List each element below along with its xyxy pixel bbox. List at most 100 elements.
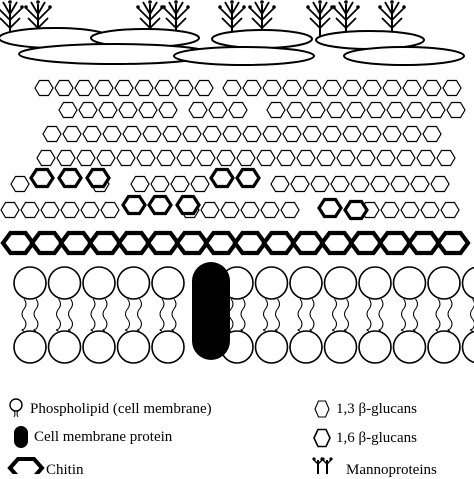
glucan-hexagon: [417, 151, 435, 166]
glucan-hexagon: [437, 151, 455, 166]
glucan-hexagon: [307, 103, 325, 118]
phospholipid-icon-tail: [14, 411, 18, 417]
glucan-hexagon: [377, 151, 395, 166]
glucan-hexagon: [283, 127, 301, 142]
glucan-hexagon: [195, 81, 213, 96]
phospholipid-head-bottom: [394, 331, 426, 363]
chitin-hexagon-icon: [10, 459, 42, 474]
chitin-hexagon: [123, 197, 145, 214]
glucan-hexagon: [381, 203, 399, 218]
phospholipid-head-top: [152, 267, 184, 299]
glucan-hexagon: [427, 103, 445, 118]
glucan-hexagon: [271, 177, 289, 192]
glucan-hexagon: [291, 177, 309, 192]
phospholipid-head-top: [463, 267, 474, 299]
mannoprotein-disc: [174, 47, 314, 65]
glucan-hexagon: [327, 103, 345, 118]
glucan-hexagon: [11, 177, 29, 192]
glucan-hexagon: [223, 127, 241, 142]
glucan-hexagon: [331, 177, 349, 192]
chitin-band-hexagon: [90, 233, 120, 253]
glucan-hexagon: [191, 177, 209, 192]
glucan-hexagon: [391, 177, 409, 192]
chitin-hexagon: [59, 170, 81, 187]
glucan-hexagon: [117, 151, 135, 166]
chitin-band-hexagon: [380, 233, 410, 253]
chitin-band-hexagon: [119, 233, 149, 253]
phospholipid-head-bottom: [428, 331, 460, 363]
legend-label-phospholipid: Phospholipid (cell membrane): [30, 400, 212, 418]
glucan-hexagon: [257, 151, 275, 166]
glucan-hexagon: [323, 81, 341, 96]
phospholipid-tail: [172, 299, 176, 331]
glucan-hexagon: [287, 103, 305, 118]
glucan-hexagon: [43, 127, 61, 142]
phospholipid-tail: [333, 299, 337, 331]
phospholipid-head-bottom: [49, 331, 81, 363]
phospholipid-head-top: [290, 267, 322, 299]
phospholipid-tail: [310, 299, 314, 331]
phospholipid-head-bottom: [359, 331, 391, 363]
glucan-hexagon: [183, 127, 201, 142]
chitin-hexagon: [211, 170, 233, 187]
glucan-hexagon: [95, 81, 113, 96]
glucan-hexagon: [363, 127, 381, 142]
glucan-hexagon: [203, 127, 221, 142]
chitin-band-hexagon: [293, 233, 323, 253]
glucan-hexagon: [383, 127, 401, 142]
phospholipid-head-bottom: [152, 331, 184, 363]
glucan-hexagon: [357, 151, 375, 166]
glucan-hexagon: [83, 127, 101, 142]
legend-label-beta13: 1,3 β-glucans: [336, 400, 417, 418]
glucan-hexagon: [135, 81, 153, 96]
glucan-hexagon: [423, 127, 441, 142]
glucan-hexagon: [77, 151, 95, 166]
phospholipid-tail: [22, 299, 26, 331]
glucan-hexagon: [171, 177, 189, 192]
glucan-hexagon: [407, 103, 425, 118]
glucan-hexagon: [131, 177, 149, 192]
glucan-hexagon: [237, 151, 255, 166]
phospholipid-head-top: [14, 267, 46, 299]
phospholipid-head-top: [394, 267, 426, 299]
phospholipid-tail: [379, 299, 383, 331]
phospholipid-tail: [414, 299, 418, 331]
phospholipid-tail: [91, 299, 95, 331]
glucan-hexagon: [401, 203, 419, 218]
glucan-hexagon: [75, 81, 93, 96]
chitin-hexagon: [345, 202, 367, 219]
legend-label-beta16: 1,6 β-glucans: [336, 429, 417, 447]
glucan-hexagon: [229, 103, 247, 118]
phospholipid-head-top: [428, 267, 460, 299]
phospholipid-tail: [241, 299, 245, 331]
mannoprotein-layer: [0, 0, 464, 65]
phospholipid-tail: [367, 299, 371, 331]
glucan-hexagon: [263, 81, 281, 96]
phospholipid-tail: [34, 299, 38, 331]
glucan-hexagon: [115, 81, 133, 96]
chitin-hexagon: [177, 197, 199, 214]
glucan-hexagon: [267, 103, 285, 118]
glucan-hexagon: [421, 203, 439, 218]
phospholipid-head-top: [49, 267, 81, 299]
phospholipid-tail: [138, 299, 142, 331]
phospholipid-tail: [160, 299, 164, 331]
glucan-hexagon: [337, 151, 355, 166]
phospholipid-tail: [402, 299, 406, 331]
chitin-hexagon: [149, 197, 171, 214]
glucan-hexagon: [243, 127, 261, 142]
glucan-layer: [1, 81, 465, 218]
chitin-band-hexagon: [264, 233, 294, 253]
phospholipid-tail: [69, 299, 73, 331]
glucan-hexagon: [371, 177, 389, 192]
phospholipid-head-top: [256, 267, 288, 299]
mannoprotein-disc: [344, 47, 464, 65]
chitin-hexagon: [237, 170, 259, 187]
glucan-hexagon: [367, 103, 385, 118]
glucan-hexagon: [137, 151, 155, 166]
phospholipid-head-bottom: [325, 331, 357, 363]
glucan-hexagon: [57, 151, 75, 166]
glucan-hexagon: [343, 81, 361, 96]
glucan-hexagon: [343, 127, 361, 142]
glucan-hexagon: [243, 81, 261, 96]
